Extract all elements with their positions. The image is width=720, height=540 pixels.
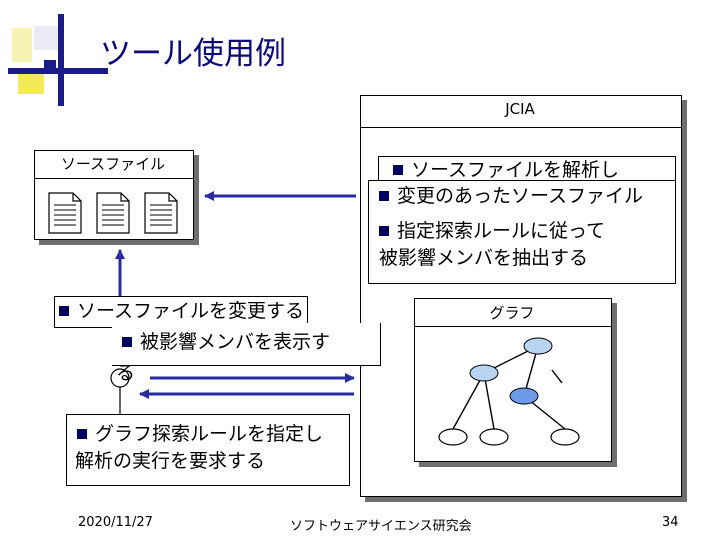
extract-text-line2: 被影響メンバを抽出する xyxy=(379,247,589,269)
callout-modify: ソースファイルを変更する xyxy=(54,296,308,328)
footer-date: 2020/11/27 xyxy=(78,515,153,530)
callout-display: 被影響メンバを表示す xyxy=(112,323,381,366)
user-actor-icon xyxy=(110,368,130,415)
graph-node xyxy=(479,428,509,446)
modify-text: ソースファイルを変更する xyxy=(77,300,305,322)
source-files-label: ソースファイル xyxy=(60,155,166,173)
display-text-line1: 被影響メンバを表示す xyxy=(140,331,331,353)
bullet-icon xyxy=(379,191,389,201)
bullet-icon xyxy=(122,337,132,347)
source-files-header xyxy=(34,150,194,179)
jcia-header xyxy=(360,95,682,128)
request-text-line1: グラフ探索ルールを指定し xyxy=(95,423,324,445)
graph-node xyxy=(469,364,499,382)
parse-text: ソースファイルを解析し xyxy=(411,159,620,181)
extract-text-line1: 指定探索ルールに従って xyxy=(397,220,606,242)
bullet-icon xyxy=(77,429,87,439)
footer-org: ソフトウェアサイエンス研究会 xyxy=(290,519,472,534)
changed-files-text: 変更のあったソースファイル xyxy=(397,185,644,207)
jcia-label: JCIA xyxy=(505,100,535,118)
bullet-icon xyxy=(379,226,389,236)
graph-tree xyxy=(438,337,580,446)
bullet-icon xyxy=(59,306,69,316)
request-text-line2: 解析の実行を要求する xyxy=(75,450,266,472)
slide-title: ツール使用例 xyxy=(100,36,286,72)
callout-request: グラフ探索ルールを指定し 解析の実行を要求する xyxy=(66,414,350,486)
bullet-icon xyxy=(393,165,403,175)
callout-extract: 変更のあったソースファイル 指定探索ルールに従って 被影響メンバを抽出する xyxy=(368,180,676,284)
document-icon xyxy=(48,192,82,234)
graph-label: グラフ xyxy=(489,304,535,322)
graph-node xyxy=(550,428,580,446)
graph-node xyxy=(523,337,553,355)
document-icon xyxy=(96,192,130,234)
display-text-line2: る xyxy=(116,362,136,384)
footer-page-number: 34 xyxy=(662,515,679,530)
document-icon xyxy=(144,192,178,234)
graph-node-highlighted xyxy=(509,387,539,405)
slide-logo xyxy=(8,14,108,106)
graph-node xyxy=(438,428,468,446)
graph-header xyxy=(414,298,612,327)
document-icons xyxy=(48,192,178,234)
